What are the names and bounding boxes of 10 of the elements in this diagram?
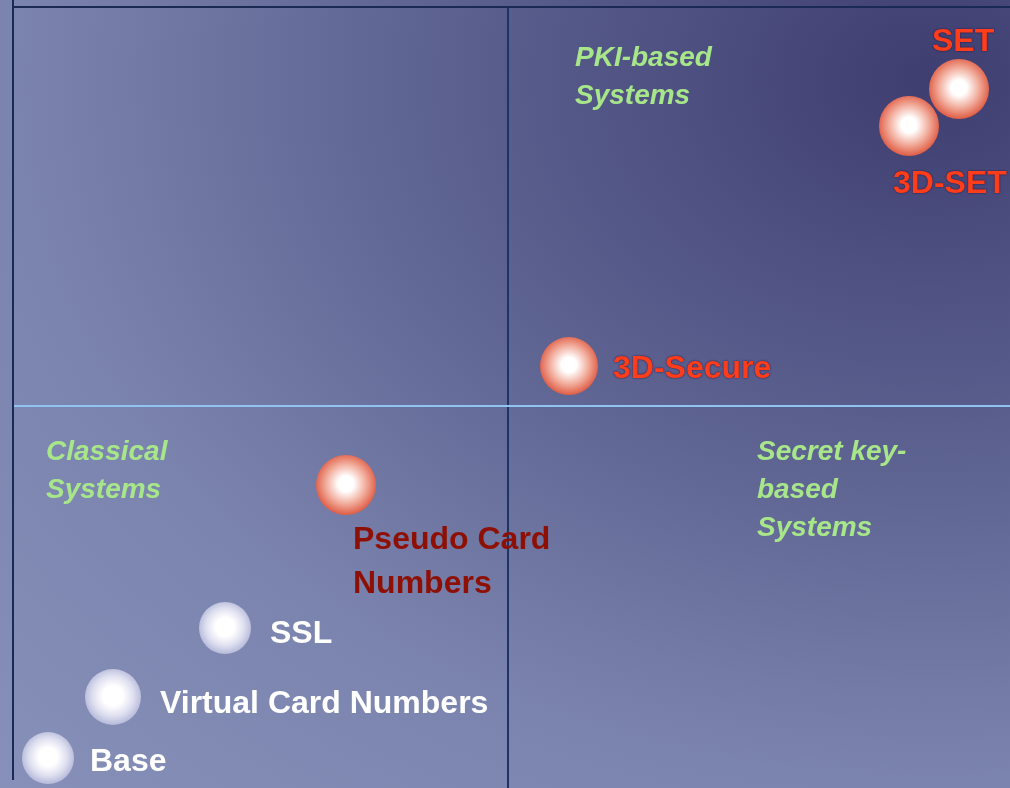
quadrant-label: Classical Systems: [46, 434, 169, 506]
point-label: 3D-Secure: [613, 348, 772, 387]
point-label: SET: [932, 21, 995, 60]
point-label: Base: [90, 741, 167, 780]
point-label: SSL: [270, 613, 333, 652]
point-label: 3D-SET: [893, 163, 1007, 202]
quadrant-label: PKI-based Systems: [575, 40, 714, 112]
quadrant-label: Secret key-based Systems: [757, 434, 908, 544]
point-label: Pseudo Card Numbers: [353, 519, 552, 602]
point-label: Virtual Card Numbers: [160, 683, 489, 722]
